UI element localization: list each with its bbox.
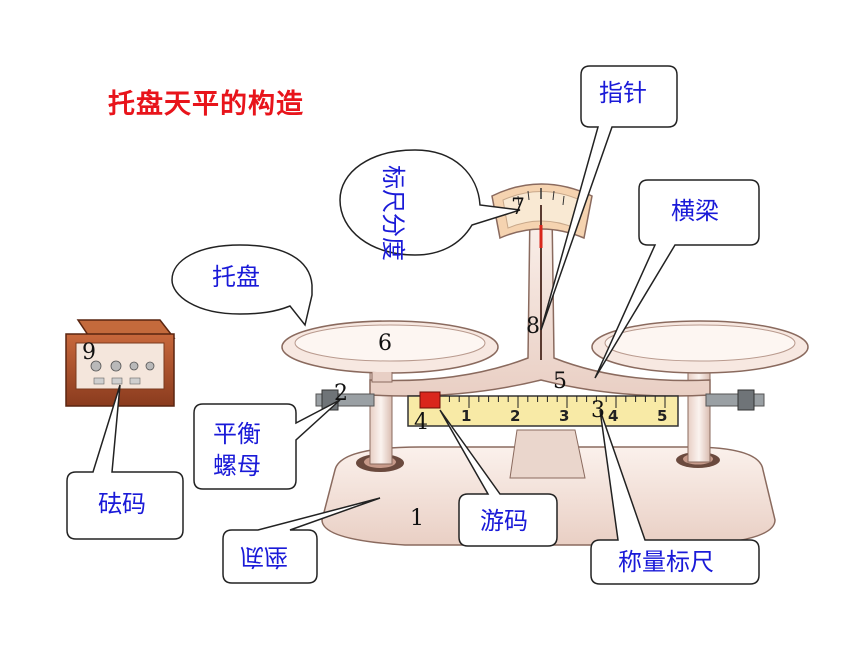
label-pointer: 指针 bbox=[599, 79, 647, 107]
part-number-6: 6 bbox=[378, 331, 392, 356]
callout-beam-shape bbox=[594, 179, 760, 379]
ruler-tick-label: 5 bbox=[657, 407, 667, 425]
label-tray: 托盘 bbox=[212, 263, 260, 291]
callout-weights-shape bbox=[66, 384, 184, 540]
page-title: 托盘天平的构造 bbox=[108, 89, 304, 120]
weight-box bbox=[65, 319, 176, 407]
part-number-1: 1 bbox=[410, 506, 424, 531]
balance-nut-left[interactable] bbox=[315, 389, 375, 411]
callout-scale-shape bbox=[339, 149, 521, 256]
label-weighing-scale: 称量标尺 bbox=[618, 548, 714, 576]
ruler-tick-label: 2 bbox=[510, 407, 520, 425]
label-balance-nut: 平衡螺母 bbox=[213, 420, 261, 480]
label-rider: 游码 bbox=[480, 507, 528, 535]
part-number-4: 4 bbox=[414, 410, 428, 435]
callout-nut-shape bbox=[193, 399, 341, 490]
ruler-tick-label: 3 bbox=[559, 407, 569, 425]
rider[interactable] bbox=[419, 391, 441, 409]
ruler-tick-label: 1 bbox=[461, 407, 471, 425]
callout-rider-shape bbox=[439, 409, 558, 547]
part-number-9: 9 bbox=[82, 340, 96, 365]
part-number-7: 7 bbox=[511, 195, 525, 220]
part-number-2: 2 bbox=[334, 381, 348, 406]
callout-ruler-shape bbox=[590, 409, 760, 585]
label-scale-plate: 标尺分度 bbox=[379, 165, 407, 261]
label-beam: 横梁 bbox=[671, 197, 719, 225]
callout-tray-shape bbox=[171, 244, 313, 327]
label-base: 底座 bbox=[240, 543, 288, 571]
part-number-5: 5 bbox=[553, 369, 567, 394]
tray-right bbox=[591, 320, 809, 374]
part-number-8: 8 bbox=[526, 314, 540, 339]
part-number-3: 3 bbox=[591, 398, 605, 423]
ruler-tick-label: 4 bbox=[608, 407, 618, 425]
balance-nut-right[interactable] bbox=[705, 389, 765, 411]
callout-pointer-shape bbox=[540, 65, 678, 331]
tray-left bbox=[281, 320, 499, 383]
label-weights: 砝码 bbox=[98, 490, 146, 518]
callout-base-shape bbox=[222, 497, 381, 584]
